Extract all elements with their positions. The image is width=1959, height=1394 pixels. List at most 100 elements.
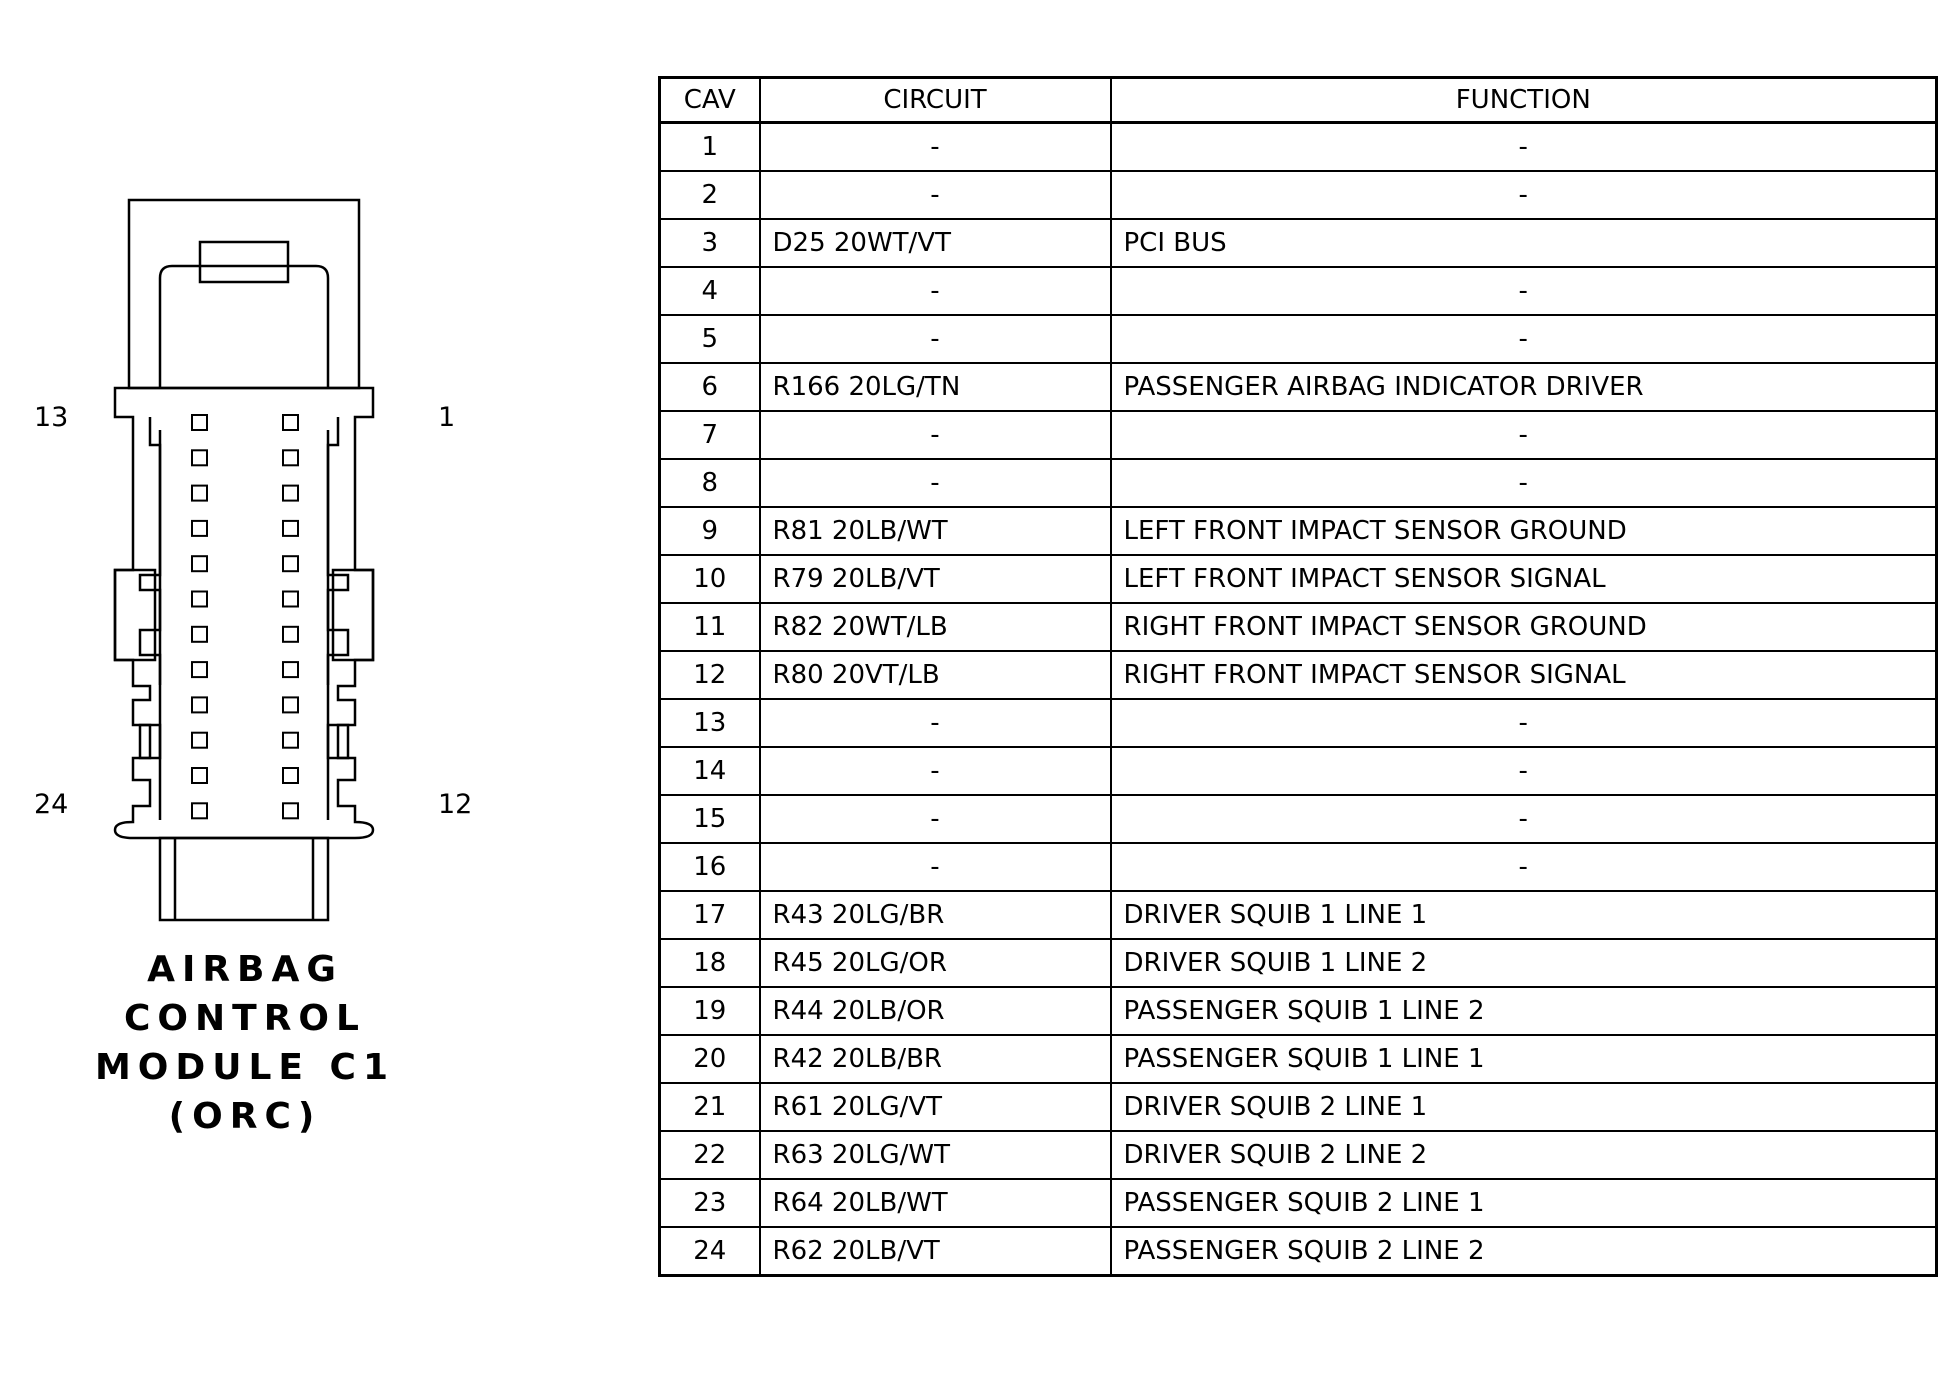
- cavity: [282, 802, 299, 820]
- cell-function: -: [1109, 698, 1938, 748]
- cavity: [282, 625, 299, 643]
- cell-cav: 9: [658, 506, 761, 556]
- cell-cav: 19: [658, 986, 761, 1036]
- connector-face-drawing: [113, 198, 375, 922]
- table-row: 16--: [658, 842, 1938, 892]
- cavity: [282, 661, 299, 679]
- cell-cav: 11: [658, 602, 761, 652]
- cell-circuit: -: [758, 121, 1112, 172]
- cavity: [191, 590, 208, 608]
- pin-label-bottom-right: 12: [438, 789, 473, 820]
- cell-cav: 3: [658, 218, 761, 268]
- connector-latch: [127, 198, 361, 390]
- cell-cav: 21: [658, 1082, 761, 1132]
- cell-function: LEFT FRONT IMPACT SENSOR GROUND: [1109, 506, 1938, 556]
- table-row: 4--: [658, 266, 1938, 316]
- cell-cav: 1: [658, 121, 761, 172]
- cell-cav: 16: [658, 842, 761, 892]
- cell-circuit: -: [758, 314, 1112, 364]
- cell-circuit: R166 20LG/TN: [758, 362, 1112, 412]
- cell-circuit: -: [758, 794, 1112, 844]
- cell-function: -: [1109, 410, 1938, 460]
- pin-label-top-right: 1: [438, 402, 456, 433]
- cell-function: -: [1109, 266, 1938, 316]
- cavity: [282, 731, 299, 749]
- cell-circuit: R44 20LB/OR: [758, 986, 1112, 1036]
- table-row: 5--: [658, 314, 1938, 364]
- cell-function: PASSENGER SQUIB 2 LINE 2: [1109, 1226, 1938, 1277]
- cell-cav: 6: [658, 362, 761, 412]
- table-row: 14--: [658, 746, 1938, 796]
- table-row: 8--: [658, 458, 1938, 508]
- connector-title-line: (ORC): [168, 1096, 322, 1137]
- cavity: [191, 414, 208, 431]
- cell-function: LEFT FRONT IMPACT SENSOR SIGNAL: [1109, 554, 1938, 604]
- cell-circuit: R61 20LG/VT: [758, 1082, 1112, 1132]
- cell-function: -: [1109, 746, 1938, 796]
- cell-function: -: [1109, 794, 1938, 844]
- connector-cavities: [191, 414, 299, 820]
- cavity: [191, 731, 208, 749]
- cavity: [282, 414, 299, 431]
- cell-circuit: R42 20LB/BR: [758, 1034, 1112, 1084]
- cell-circuit: R82 20WT/LB: [758, 602, 1112, 652]
- cell-cav: 23: [658, 1178, 761, 1228]
- cavity: [282, 590, 299, 608]
- cavity: [282, 696, 299, 714]
- cell-circuit: -: [758, 410, 1112, 460]
- cell-circuit: -: [758, 842, 1112, 892]
- cavity: [191, 661, 208, 679]
- cell-cav: 7: [658, 410, 761, 460]
- cell-cav: 13: [658, 698, 761, 748]
- pin-label-top-left: 13: [34, 402, 69, 433]
- cell-circuit: R81 20LB/WT: [758, 506, 1112, 556]
- cell-circuit: R43 20LG/BR: [758, 890, 1112, 940]
- cell-function: PASSENGER AIRBAG INDICATOR DRIVER: [1109, 362, 1938, 412]
- cavity: [282, 555, 299, 573]
- cell-function: PASSENGER SQUIB 2 LINE 1: [1109, 1178, 1938, 1228]
- connector-title-line: CONTROL: [124, 998, 366, 1039]
- cavity: [191, 625, 208, 643]
- cell-function: RIGHT FRONT IMPACT SENSOR GROUND: [1109, 602, 1938, 652]
- cell-circuit: R80 20VT/LB: [758, 650, 1112, 700]
- cell-cav: 14: [658, 746, 761, 796]
- cell-function: PASSENGER SQUIB 1 LINE 2: [1109, 986, 1938, 1036]
- cavity: [191, 519, 208, 537]
- cell-cav: 5: [658, 314, 761, 364]
- connector-title: AIRBAG CONTROL MODULE C1 (ORC): [0, 945, 490, 1141]
- connector-body: [113, 386, 375, 840]
- cavity: [191, 696, 208, 714]
- cavity: [191, 555, 208, 573]
- cell-cav: 8: [658, 458, 761, 508]
- cell-function: DRIVER SQUIB 1 LINE 2: [1109, 938, 1938, 988]
- cell-function: PCI BUS: [1109, 218, 1938, 268]
- cavity: [191, 802, 208, 820]
- cell-cav: 22: [658, 1130, 761, 1180]
- cell-cav: 10: [658, 554, 761, 604]
- cell-function: -: [1109, 314, 1938, 364]
- table-header-row: CAV CIRCUIT FUNCTION: [658, 76, 1938, 124]
- cell-circuit: -: [758, 458, 1112, 508]
- cell-circuit: R45 20LG/OR: [758, 938, 1112, 988]
- cell-circuit: R79 20LB/VT: [758, 554, 1112, 604]
- cell-function: RIGHT FRONT IMPACT SENSOR SIGNAL: [1109, 650, 1938, 700]
- cavity: [191, 767, 208, 784]
- pin-label-bottom-left: 24: [34, 789, 69, 820]
- cell-circuit: D25 20WT/VT: [758, 218, 1112, 268]
- connector-wire-exit: [158, 836, 330, 922]
- cell-cav: 18: [658, 938, 761, 988]
- table-row: 13--: [658, 698, 1938, 748]
- table-row: 1--: [658, 121, 1938, 172]
